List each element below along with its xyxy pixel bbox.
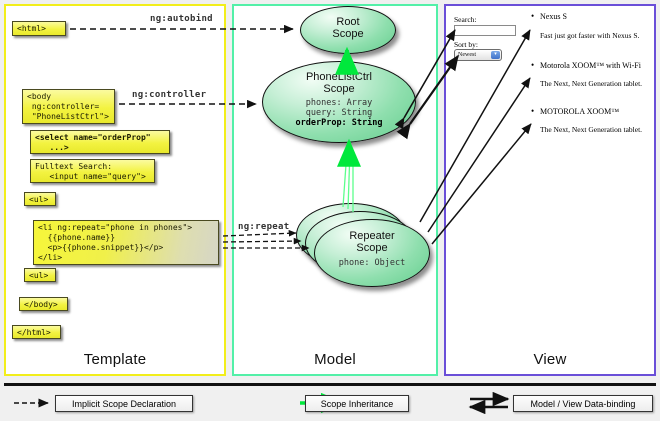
edge-databinding-phone-1 [427, 77, 531, 233]
chevron-down-icon[interactable]: ▾ [491, 51, 500, 59]
code-box-body-open: <body ng:controller= "PhoneListCtrl"> [22, 89, 115, 124]
column-template: Template [4, 4, 226, 376]
column-label-template: Template [83, 351, 147, 368]
edge-databinding-phone-2 [431, 123, 532, 245]
column-label-view: View [533, 351, 567, 368]
view-phone-snippet-0: Fast just got faster with Nexus S. [540, 31, 640, 40]
legend-label-inheritance: Scope Inheritance [305, 395, 409, 412]
repeater-scope-title: Repeater Scope [349, 230, 395, 254]
legend-label-databinding: Model / View Data-binding [513, 395, 653, 412]
view-phone-name-1: Motorola XOOM™ with Wi-Fi [531, 60, 641, 70]
code-box-body-close: </body> [19, 297, 68, 311]
view-phone-snippet-1: The Next, Next Generation tablet. [540, 79, 643, 88]
code-box-li-repeat: <li ng:repeat="phone in phones"> {{phone… [33, 220, 219, 265]
edge-label-ng-controller: ng:controller [132, 90, 207, 100]
edge-ng-repeat [222, 229, 310, 252]
edge-label-ng-repeat: ng:repeat [238, 222, 290, 232]
phonelistctrl-scope-members: phones: Array query: String orderProp: S… [263, 95, 415, 128]
view-phone-snippet-2: The Next, Next Generation tablet. [540, 125, 643, 134]
edge-label-ng-autobind: ng:autobind [150, 14, 213, 24]
view-sort-selected-value: Newest [458, 52, 476, 58]
legend-icon-double-arrow [468, 391, 510, 415]
legend-divider [4, 383, 656, 386]
code-box-ul-close: <ul> [24, 268, 56, 282]
code-box-html-close: </html> [12, 325, 61, 339]
legend-label-implicit: Implicit Scope Declaration [55, 395, 193, 412]
view-sort-select[interactable]: Newest ▾ [454, 49, 502, 61]
view-search-label: Search: [454, 15, 477, 24]
edge-databinding-orderprop [396, 54, 459, 140]
edge-inheritance-repeater [337, 138, 361, 212]
code-box-search-input: Fulltext Search: <input name="query"> [30, 159, 155, 183]
code-box-select: <select name="orderProp" ...> [30, 130, 170, 154]
member-orderprop: orderProp: String [295, 118, 383, 128]
view-phone-name-0: Nexus S [531, 11, 567, 21]
view-phone-name-2: MOTOROLA XOOM™ [531, 106, 619, 116]
edge-databinding-phone-0 [419, 29, 531, 223]
column-label-model: Model [314, 351, 356, 368]
repeater-scope-members: phone: Object [315, 254, 429, 268]
member-phone: phone: Object [338, 258, 406, 268]
member-phones: phones: Array [305, 98, 373, 108]
view-sort-label: Sort by: [454, 40, 478, 49]
code-box-html-open: <html> [12, 21, 66, 36]
code-box-ul-open: <ul> [24, 192, 56, 206]
member-query: query: String [305, 108, 373, 118]
root-scope-title: Root Scope [332, 16, 364, 40]
repeater-scope: Repeater Scope phone: Object [314, 219, 430, 287]
